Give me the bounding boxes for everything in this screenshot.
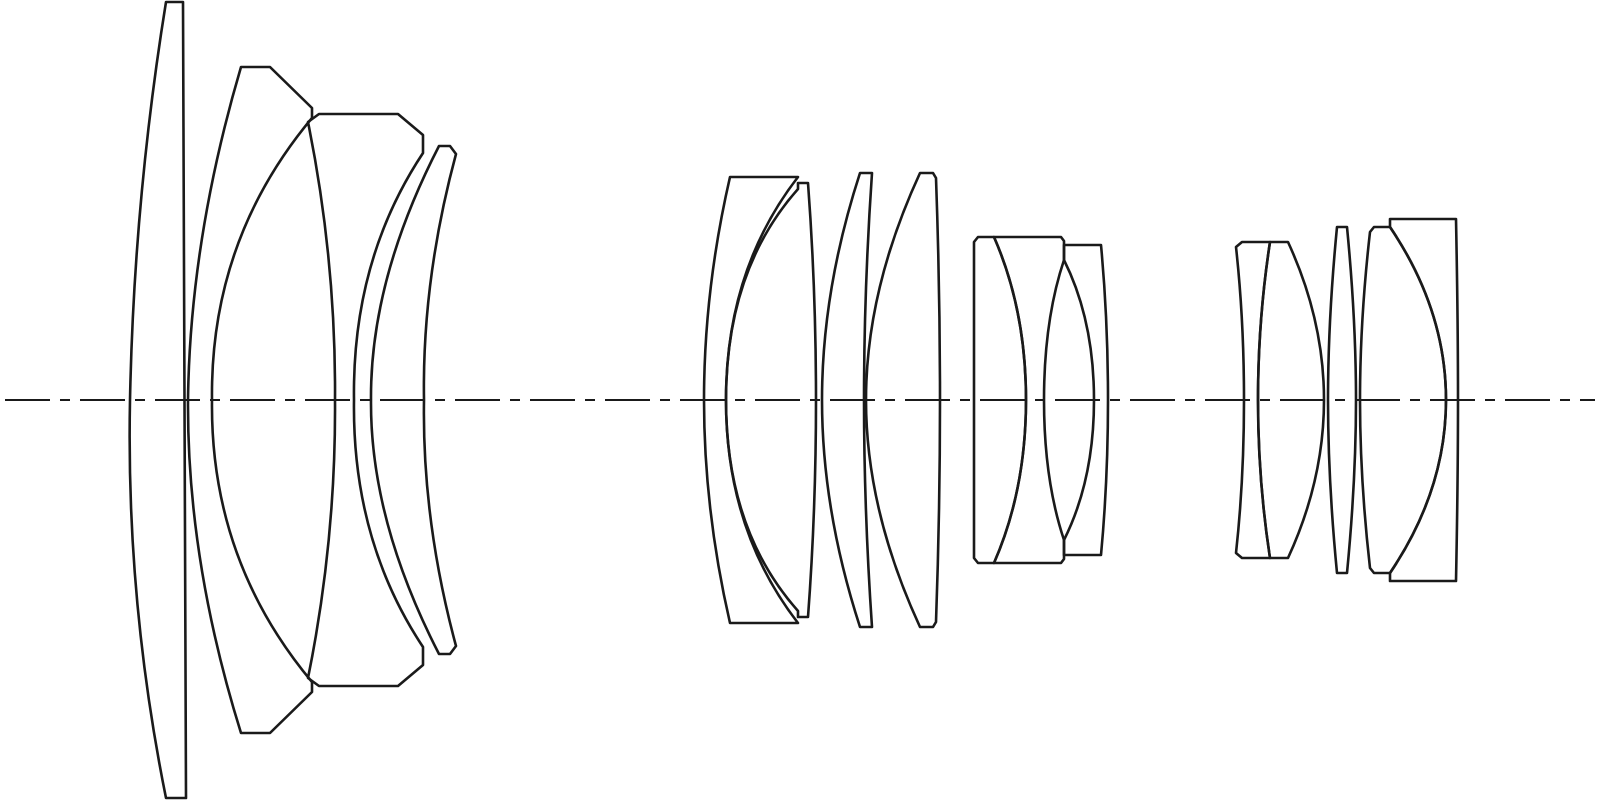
rear-group xyxy=(1234,217,1460,583)
front-group xyxy=(128,0,458,800)
lens-element-1 xyxy=(128,0,188,800)
lens-element-7 xyxy=(820,171,874,629)
lens-element-13 xyxy=(1256,240,1326,560)
lens-element-11 xyxy=(1062,243,1110,557)
lens-element-14 xyxy=(1326,225,1358,575)
lens-element-6 xyxy=(724,181,818,619)
lens-element-2 xyxy=(186,65,314,735)
lens-element-3 xyxy=(306,112,425,688)
lens-element-4 xyxy=(369,144,458,656)
middle-group xyxy=(702,171,1110,629)
lens-element-10 xyxy=(992,235,1066,565)
lens-element-8 xyxy=(864,171,942,629)
lens-element-16 xyxy=(1388,217,1460,583)
